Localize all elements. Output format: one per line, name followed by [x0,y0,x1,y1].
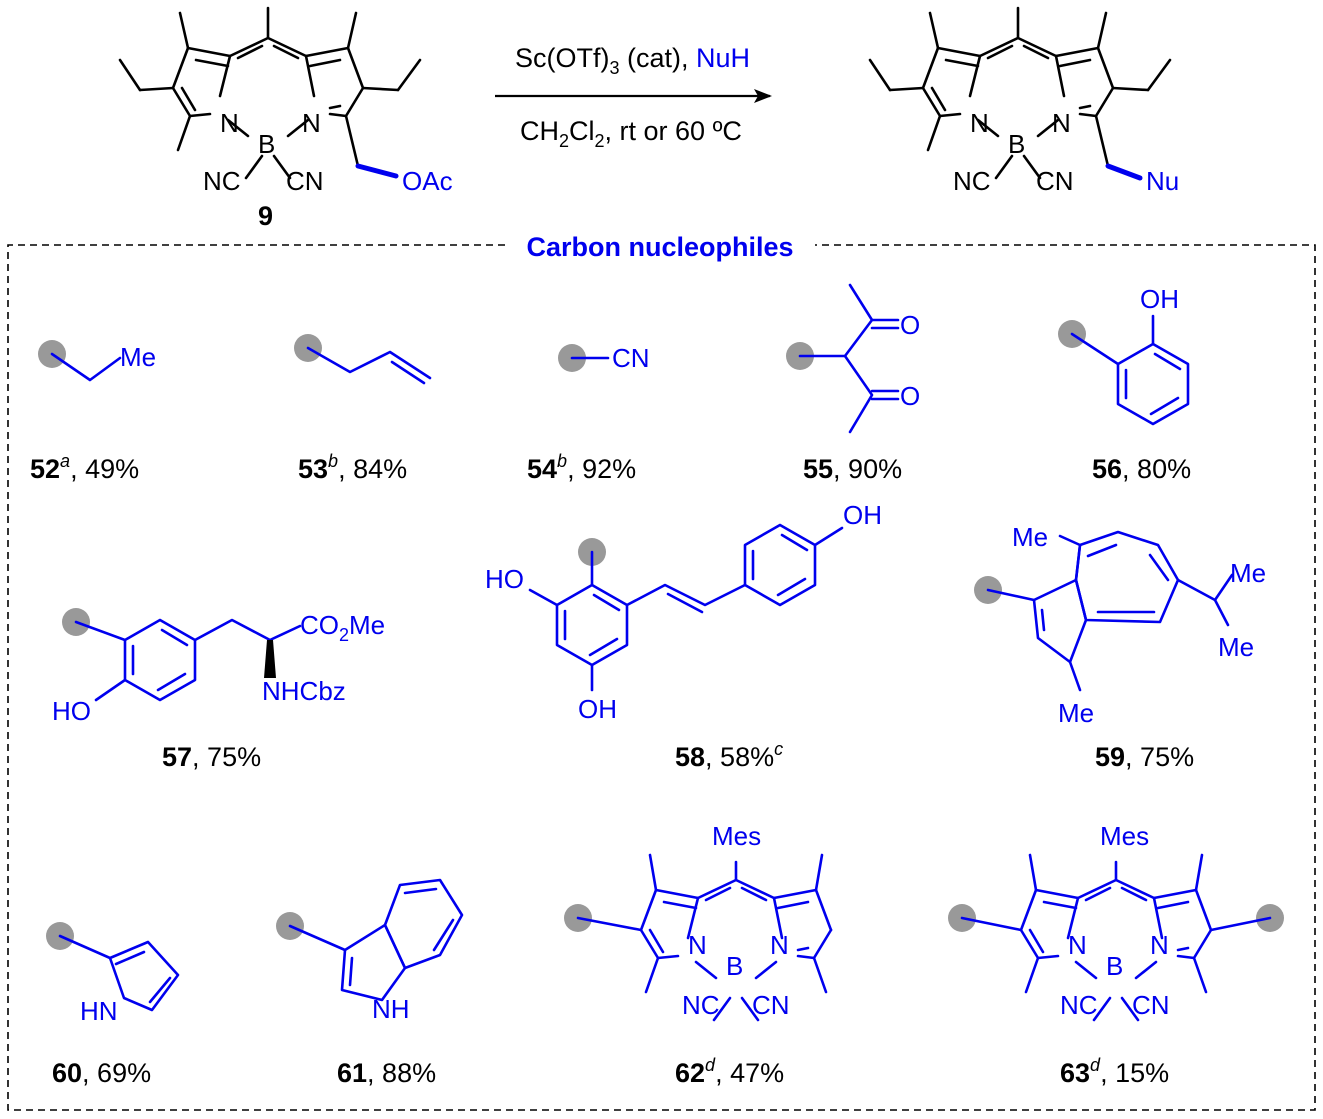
conditions-line: CH2Cl2, rt or 60 ºC [520,116,742,151]
atom-label: N [1150,930,1169,960]
atom-label: Me [1230,558,1266,588]
product-nc: NC [953,166,991,196]
compound-58: OH HO OH 58, 58%c [485,500,882,772]
compound-52: Me 52a, 49% [30,340,156,484]
sm-label: 9 [258,201,273,231]
atom-label: N [688,930,707,960]
atom-label: HN [80,996,118,1026]
compound-label: 52a, 49% [30,451,139,484]
sm-cn: CN [286,166,324,196]
atom-label: NH [372,994,410,1024]
atom-label: O [900,381,920,411]
atom-label: N [1068,930,1087,960]
product-cn: CN [1036,166,1074,196]
compound-62: Mes N N B NC CN 62d, 47% [564,821,833,1088]
atom-label: Me [1012,522,1048,552]
starting-material-9: N N B NC CN OAc 9 [118,6,453,231]
sm-boron: B [258,129,275,159]
atom-label: NC [1060,990,1098,1020]
reagent-line: Sc(OTf)3 (cat), NuH [515,43,750,78]
atom-label: Mes [712,821,761,851]
compound-label: 53b, 84% [298,451,407,484]
atom-label: HO [52,696,91,726]
atom-label: HO [485,564,524,594]
product-nu: Nu [1146,166,1179,196]
compound-label: 57, 75% [162,742,261,772]
atom-label: Mes [1100,821,1149,851]
compound-label: 63d, 15% [1060,1055,1169,1088]
atom-label: N [770,930,789,960]
compound-54: CN 54b, 92% [527,343,650,484]
compound-label: 55, 90% [803,454,902,484]
box-title: Carbon nucleophiles [526,232,793,262]
compound-label: 62d, 47% [675,1055,784,1088]
atom-label: OH [843,500,882,530]
compound-label: 58, 58%c [675,739,783,772]
product-nitrogen-right: N [1052,108,1071,138]
product-nitrogen-left: N [970,108,989,138]
atom-label: OH [1140,284,1179,314]
sm-oac: OAc [402,166,453,196]
compound-59: Me Me Me Me 59, 75% [974,522,1266,772]
atom-label: NC [682,990,720,1020]
compound-63: Mes N N B NC CN 63d, 15% [948,821,1284,1088]
compound-57: CO2Me NHCbz HO 57, 75% [52,608,385,772]
nucleophile-box [7,244,1316,1111]
sm-nitrogen-left: N [220,108,239,138]
atom-label: Me [1218,632,1254,662]
atom-label: B [1106,951,1123,981]
atom-label: CO2Me [300,610,385,645]
atom-label: O [900,310,920,340]
atom-label: CN [612,343,650,373]
reaction-arrow [495,89,772,103]
product-structure: N N B NC CN Nu [868,6,1179,196]
compound-label: 59, 75% [1095,742,1194,772]
sm-nc: NC [203,166,241,196]
compound-60: HN 60, 69% [46,922,180,1088]
atom-label: CN [1132,990,1170,1020]
compound-label: 61, 88% [337,1058,436,1088]
compound-label: 60, 69% [52,1058,151,1088]
compound-56: OH 56, 80% [1058,284,1191,484]
atom-label: B [726,951,743,981]
sm-nitrogen-right: N [302,108,321,138]
compound-55: O O 55, 90% [786,283,920,484]
compound-label: 54b, 92% [527,451,636,484]
compound-61: NH 61, 88% [276,878,464,1088]
product-boron: B [1008,129,1025,159]
atom-label: CN [752,990,790,1020]
atom-label: OH [578,694,617,724]
atom-label: Me [120,342,156,372]
compound-label: 56, 80% [1092,454,1191,484]
compound-53: 53b, 84% [294,334,432,484]
atom-label: Me [1058,698,1094,728]
atom-label: NHCbz [262,676,346,706]
